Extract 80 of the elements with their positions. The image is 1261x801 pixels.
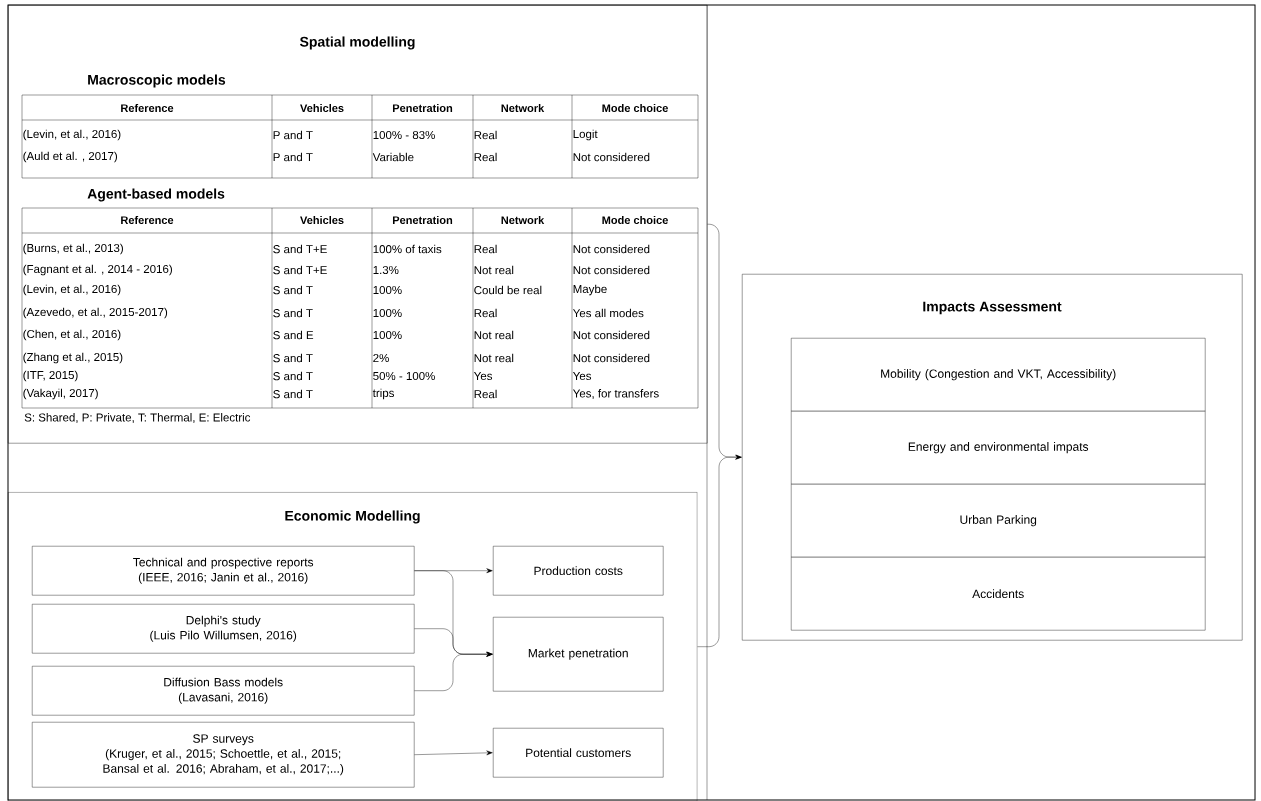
- arrow: [697, 454, 742, 647]
- table-cell: Not real: [474, 353, 514, 363]
- table-cell: S and T: [273, 285, 313, 295]
- table-cell: P and T: [273, 130, 313, 140]
- column-header: Mode choice: [602, 215, 668, 225]
- table-cell: Not considered: [573, 353, 650, 363]
- table-cell: Real: [474, 389, 497, 399]
- table-cell: Not considered: [573, 265, 650, 275]
- table-cell: Not considered: [573, 244, 650, 254]
- table-cell: 100%: [373, 308, 402, 318]
- table-cell: Real: [474, 308, 497, 318]
- table-cell: Yes: [473, 372, 493, 380]
- table-cell: S and T: [273, 389, 313, 399]
- table-cell: (Auld et al. , 2017): [23, 151, 117, 163]
- table-cell: S and T: [273, 353, 313, 363]
- table-cell: Yes all modes: [572, 308, 644, 318]
- process-box: Production costs: [493, 546, 664, 596]
- table-cell: Not real: [474, 265, 514, 275]
- table-cell: (Vakayil, 2017): [23, 388, 98, 400]
- process-box: Market penetration: [493, 617, 664, 692]
- panel-title: Economic Modelling: [285, 510, 420, 524]
- table-cell: 100%: [373, 330, 402, 340]
- table-cell: 1.3%: [373, 265, 399, 275]
- column-header: Vehicles: [300, 215, 344, 225]
- column-header: Mode choice: [602, 103, 668, 113]
- table-cell: Not real: [474, 330, 514, 340]
- column-header: Network: [501, 103, 545, 113]
- table-cell: 50% - 100%: [373, 371, 435, 381]
- process-box: Diffusion Bass models (Lavasani, 2016): [32, 666, 415, 716]
- process-box: Potential customers: [493, 728, 664, 778]
- table-cell: S and T+E: [273, 265, 327, 275]
- table-cell: Could be real: [474, 285, 542, 295]
- column-header: Penetration: [393, 215, 453, 225]
- column-header: Reference: [121, 103, 174, 113]
- table-cell: S and T: [273, 308, 313, 318]
- table-cell: S and E: [273, 330, 314, 340]
- column-header: Reference: [121, 215, 174, 225]
- table-cell: Real: [474, 130, 497, 140]
- table-cell: (Chen, et al., 2016): [23, 329, 121, 341]
- table-cell: Variable: [372, 152, 414, 162]
- list-row: Mobility (Congestion and VKT, Accessibility): [791, 338, 1206, 412]
- column-header: Network: [501, 215, 545, 225]
- table-cell: 2%: [373, 353, 389, 363]
- list-row: Accidents: [791, 557, 1206, 631]
- table-cell: (Levin, et al., 2016): [23, 129, 121, 141]
- table-cell: Yes: [572, 372, 592, 380]
- table-cell: (Zhang et al., 2015): [23, 352, 123, 364]
- table-cell: trips: [372, 388, 394, 400]
- table-cell: Real: [474, 244, 497, 254]
- table-cell: 100%: [373, 285, 402, 295]
- panel-title: Impacts Assessment: [923, 301, 1062, 315]
- table-cell: (Fagnant et al. , 2014 - 2016): [23, 264, 172, 276]
- table-cell: Not considered: [573, 330, 650, 340]
- table-cell: Not considered: [573, 152, 650, 162]
- table-heading: Macroscopic models: [88, 74, 226, 88]
- table-heading: Agent-based models: [87, 188, 225, 202]
- table-cell: 100% of taxis: [373, 244, 442, 254]
- table-cell: (Levin, et al., 2016): [23, 284, 121, 296]
- table-cell: (ITF, 2015): [23, 370, 78, 382]
- process-box: Delphi's study (Luis Pilo Willumsen, 2016): [32, 604, 415, 654]
- process-box: Technical and prospective reports (IEEE, 2016; Janin et al., 2016): [32, 546, 415, 596]
- panel-title: Spatial modelling: [299, 36, 415, 50]
- table-cell: (Burns, et al., 2013): [23, 243, 123, 255]
- table-cell: S and T+E: [273, 244, 327, 254]
- table-cell: Yes, for transfers: [572, 389, 659, 399]
- arrow: [414, 750, 493, 756]
- list-row: Urban Parking: [791, 484, 1206, 558]
- table-note: S: Shared, P: Private, T: Thermal, E: Electric: [24, 413, 251, 423]
- table-cell: Logit: [573, 129, 598, 141]
- arrow: [414, 651, 493, 691]
- table-cell: P and T: [273, 152, 313, 162]
- table-cell: S and T: [273, 371, 313, 381]
- table-cell: (Azevedo, et al., 2015-2017): [23, 307, 168, 319]
- process-box: SP surveys (Kruger, et al., 2015; Schoettle, et al., 2015; Bansal et al. 2016; Abraham, et al., 2017;...): [32, 722, 415, 788]
- table-cell: Real: [474, 152, 497, 162]
- table-cell: Maybe: [573, 284, 607, 296]
- column-header: Vehicles: [300, 103, 344, 113]
- column-header: Penetration: [393, 103, 453, 113]
- list-row: Energy and environmental impats: [791, 411, 1206, 485]
- table-cell: 100% - 83%: [373, 130, 435, 140]
